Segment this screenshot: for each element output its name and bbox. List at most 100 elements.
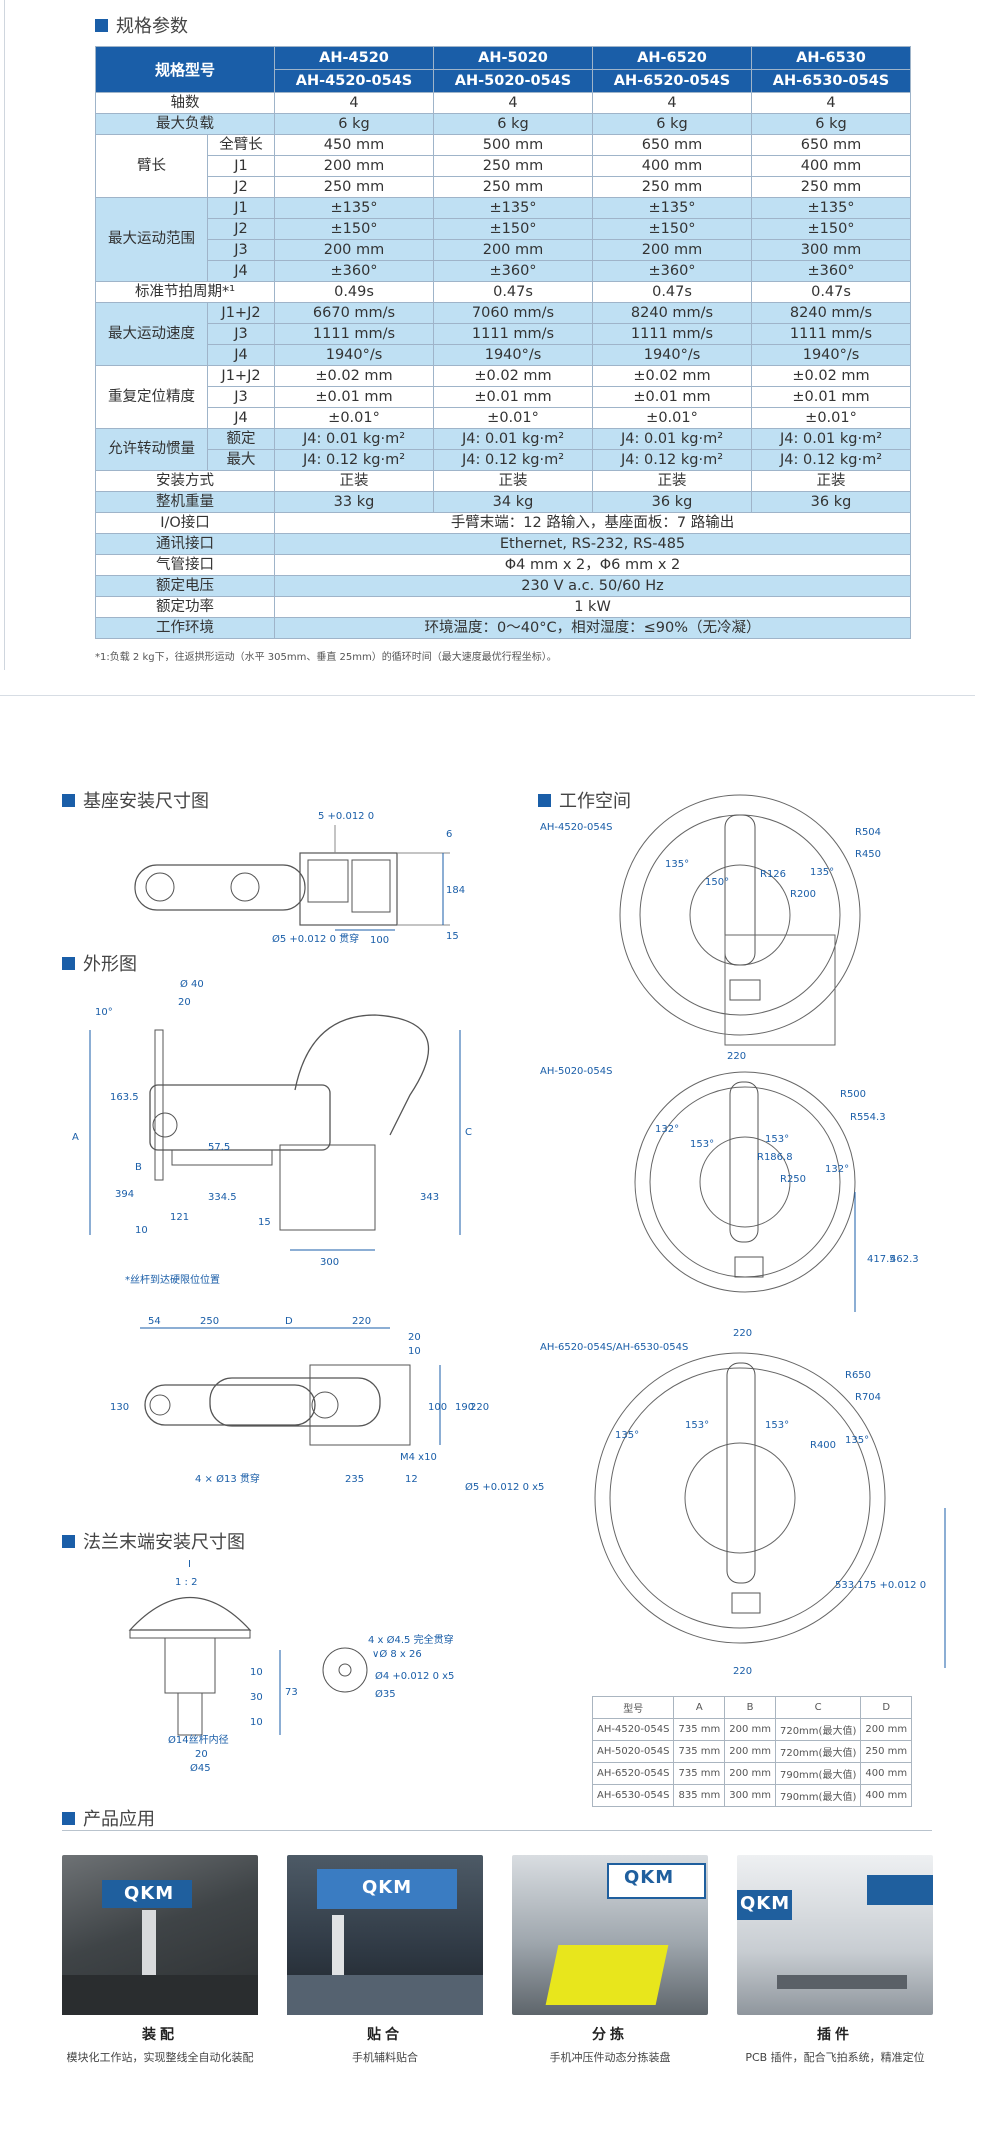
cell: ±0.01 mm [274,386,435,408]
section-divider [0,695,975,696]
dim-label: 15 [258,1217,271,1228]
base-section-title: 基座安装尺寸图 [62,787,209,813]
dim-label: R554.3 [850,1112,886,1123]
qkm-logo: QKM [362,1877,413,1898]
spec-row-air: 气管接口 Φ4 mm x 2，Φ6 mm x 2 [94,554,912,576]
sub-label: J1+J2 [206,365,276,387]
table-cell: 300 mm [724,1784,776,1807]
cell: 650 mm [751,134,912,156]
sub-label: J3 [206,386,276,408]
row-label: 气管接口 [94,554,276,576]
cell: 200 mm [592,239,753,261]
dim-label: 10 [250,1667,263,1678]
dim-label: 5 +0.012 0 [318,811,374,822]
sub-label: 额定 [206,428,276,450]
table-header-cell: A [673,1696,726,1719]
cell: 7060 mm/s [433,302,594,324]
sub-label: 全臂长 [206,134,276,156]
table-header-row: 型号 A B C D [591,1696,913,1719]
table-header-cell: B [724,1696,776,1719]
cell: J4: 0.01 kg·m² [751,428,912,450]
dim-label: 184 [446,885,465,896]
table-row: AH-4520-054S 735 mm 200 mm 720mm(最大值) 20… [591,1718,913,1741]
cell: J4: 0.01 kg·m² [433,428,594,450]
row-label: 重复定位精度 [95,365,208,429]
dim-label: 163.5 [110,1092,139,1103]
row-label: I/O接口 [94,512,276,534]
cell: J4: 0.01 kg·m² [274,428,435,450]
cell: 0.47s [751,281,912,303]
dim-label: 220 [733,1666,752,1677]
dim-label: Ø5 +0.012 0 x5 [465,1481,544,1493]
dim-label: 100 [370,935,389,946]
dim-label: 135° [845,1435,869,1446]
spec-header-row: 规格型号 AH-4520 AH-5020 AH-6520 AH-6530 [94,46,912,93]
cell: 环境温度：0～40°C，相对湿度：≤90%（无冷凝） [274,617,912,639]
cell: ±0.02 mm [592,365,753,387]
app-description: 手机冲压件动态分拣装盘 [549,2051,671,2064]
dim-label: Ø45 [190,1762,211,1774]
spec-header-label: 规格型号 [94,46,276,93]
sub-label: J4 [206,260,276,282]
cell: ±135° [274,197,435,219]
model-name: AH-4520 [274,46,435,70]
row-label: 标准节拍周期*¹ [94,281,276,303]
cell: 250 mm [274,176,435,198]
table-cell: AH-5020-054S [591,1740,675,1763]
app-name: 插件 [817,2027,853,2043]
row-label: 允许转动惯量 [95,428,208,471]
table-cell: 735 mm [673,1762,726,1785]
app-description: 模块化工作站，实现整线全自动化装配 [66,2051,254,2064]
cell: 400 mm [592,155,753,177]
dim-label: Ø5 +0.012 0 贯穿 [272,932,359,945]
dim-label: R400 [810,1440,836,1451]
dim-label: 130 [110,1402,129,1413]
row-label: 最大运动范围 [95,197,208,282]
spec-section-title: 规格参数 [95,12,188,38]
spec-row-speed: J4 1940°/s 1940°/s 1940°/s 1940°/s [96,344,912,366]
spec-row-payload: 最大负载 6 kg 6 kg 6 kg 6 kg [94,113,912,135]
app-name: 分拣 [592,2027,628,2043]
spec-row-range: J2 ±150° ±150° ±150° ±150° [96,218,912,240]
dim-label: 30 [250,1692,263,1703]
dim-label: 300 [320,1257,339,1268]
app-description: 手机辅料贴合 [352,2051,418,2064]
qkm-logo: QKM [624,1867,675,1888]
cell: 300 mm [751,239,912,261]
sub-label: J2 [206,218,276,240]
cell: 230 V a.c. 50/60 Hz [274,575,912,597]
row-label: 轴数 [94,92,276,114]
dim-label: R126 [760,869,786,880]
spec-title-text: 规格参数 [116,16,188,37]
dim-label: 462.3 [890,1254,919,1265]
cell: 4 [433,92,594,114]
cell: ±0.01° [592,407,753,429]
flange-drawing: I 1 : 2 10 30 73 10 Ø14丝杆内径 20 Ø45 4 x Ø… [128,1559,454,1774]
table-cell: AH-6520-054S [591,1762,675,1785]
cell: ±360° [274,260,435,282]
table-header-cell: D [860,1696,913,1719]
dim-label: 132° [825,1164,849,1175]
dim-label: ∨Ø 8 x 26 [372,1648,422,1660]
dim-label: 417.5 [867,1254,896,1265]
table-cell: 720mm(最大值) [774,1718,862,1741]
sorting-photo: QKM [512,1855,708,2015]
model-name: AH-6520 [592,46,753,70]
cell: 36 kg [751,491,912,513]
dim-label: 4 x Ø4.5 完全贯穿 [368,1633,454,1646]
cell: 0.47s [592,281,753,303]
dim-label: R500 [840,1089,866,1100]
dim-label: 6 [446,829,452,840]
spec-row-io: I/O接口 手臂末端：12 路输入，基座面板：7 路输出 [94,512,912,534]
cell: ±0.01 mm [592,386,753,408]
cell: 650 mm [592,134,753,156]
row-label: 工作环境 [94,617,276,639]
table-cell: 250 mm [860,1740,913,1763]
spec-header-row: AH-4520-054S AH-5020-054S AH-6520-054S A… [96,69,912,93]
cell: 250 mm [592,176,753,198]
table-cell: 200 mm [724,1718,776,1741]
dim-label: M4 x10 [400,1452,437,1463]
cell: 1111 mm/s [433,323,594,345]
dim-label: 153° [685,1420,709,1431]
dim-label: 121 [170,1212,189,1223]
